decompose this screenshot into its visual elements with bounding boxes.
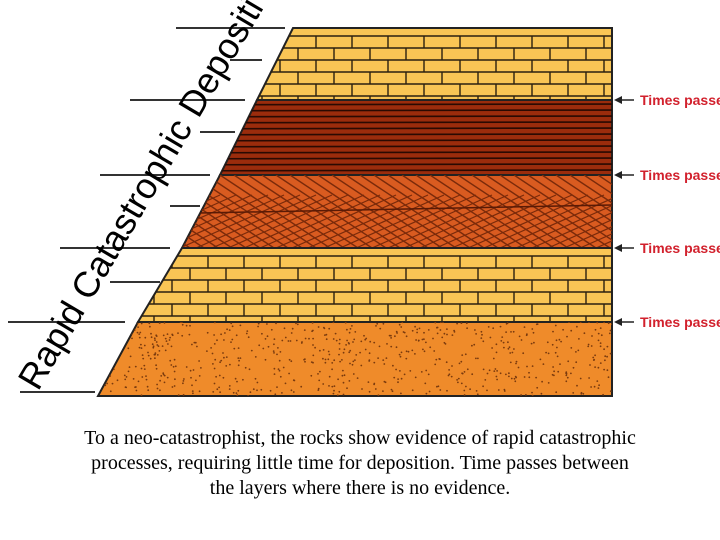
time-passes-marker: Times passes <box>614 240 720 256</box>
arrow-head-icon <box>614 96 622 104</box>
arrow-head-icon <box>614 318 622 326</box>
layer-pattern <box>220 103 612 172</box>
caption-line-3: the layers where there is no evidence. <box>209 477 511 499</box>
time-passes-label: Times passes <box>640 314 720 330</box>
layer-body <box>255 27 613 101</box>
time-passes-marker: Times passes <box>614 314 720 330</box>
time-passes-marker: Times passes <box>614 92 720 108</box>
layer-body <box>136 247 613 323</box>
layer-pattern <box>138 255 612 322</box>
arrow-head-icon <box>614 171 622 179</box>
layer-shale-dark <box>218 99 613 176</box>
rock-layers <box>96 27 613 397</box>
caption-line-1: To a neo-catastrophist, the rocks show e… <box>84 427 636 449</box>
time-markers: Times passesTimes passesTimes passesTime… <box>614 92 720 330</box>
time-passes-label: Times passes <box>640 167 720 183</box>
arrow-head-icon <box>614 244 622 252</box>
rock-layers-diagram: Times passesTimes passesTimes passesTime… <box>0 0 720 397</box>
layer-pattern <box>257 35 612 100</box>
time-passes-label: Times passes <box>640 92 720 108</box>
layer-conglomerate-bottom <box>96 321 613 397</box>
surface-lines <box>8 27 285 393</box>
time-passes-label: Times passes <box>640 240 720 256</box>
diagram-stage: Times passesTimes passesTimes passesTime… <box>0 0 720 397</box>
caption-line-2: processes, requiring little time for dep… <box>91 452 629 474</box>
caption: To a neo-catastrophist, the rocks show e… <box>20 426 700 501</box>
layer-sandstone-middle <box>136 247 613 323</box>
layer-pattern <box>98 322 612 396</box>
layer-sandstone-top <box>255 27 613 101</box>
time-passes-marker: Times passes <box>614 167 720 183</box>
